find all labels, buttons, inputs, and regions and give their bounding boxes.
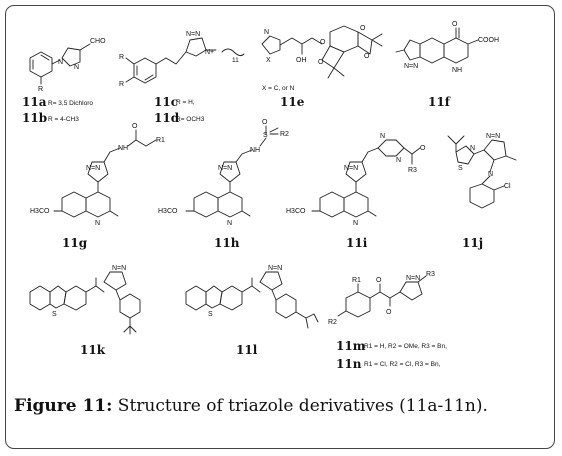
label-11f: 11f xyxy=(428,95,451,109)
atom-n: N xyxy=(396,157,401,164)
atom-r: R xyxy=(119,54,124,61)
atom-nn: N=N xyxy=(218,165,232,172)
atom-x: X xyxy=(266,57,271,64)
atom-o: O xyxy=(420,145,426,152)
structure-11e: N X OH O O O O X = C, or N 11e xyxy=(261,25,383,109)
atom-o: O xyxy=(318,59,324,66)
label-11m: 11m xyxy=(336,339,366,353)
atom-n-plus: N+ xyxy=(205,49,214,56)
atom-s: S xyxy=(263,132,268,139)
structure-11h: H3CO N N=N NH S O R2 11h xyxy=(158,119,289,250)
atom-n: N xyxy=(74,64,79,71)
atom-nh: NH xyxy=(118,145,128,152)
atom-r3: R3 xyxy=(426,271,435,278)
atom-nn: N=N xyxy=(486,133,500,140)
atom-r1: R1 xyxy=(156,137,165,144)
atom-nn: N=N xyxy=(186,31,200,38)
atom-r2: R2 xyxy=(280,131,289,138)
label-11k: 11k xyxy=(80,343,106,357)
structure-11m-11n: R1 R2 O O N=N R3 11m R1 = H, R2 = OMe, R… xyxy=(328,271,447,371)
atom-o: O xyxy=(386,309,392,316)
atom-nn: N=N xyxy=(406,275,420,282)
atom-o: O xyxy=(360,25,366,32)
atom-r1: R1 xyxy=(352,277,361,284)
atom-n: N xyxy=(380,133,385,140)
atom-r: R xyxy=(38,86,43,93)
atom-o: O xyxy=(452,21,458,28)
label-11g: 11g xyxy=(62,236,88,250)
atom-h3co: H3CO xyxy=(30,208,50,215)
caption-text: Structure of triazole derivatives (11a-1… xyxy=(112,396,488,416)
atom-nh: NH xyxy=(452,67,462,74)
note-11n: R1 = Cl, R2 = Cl, R3 = Bn, xyxy=(364,361,441,368)
atom-nn: N=N xyxy=(268,265,282,272)
atom-n: N xyxy=(58,59,63,66)
structure-11a-11b: CHO N N R 11a R= 3,5 Dichloro 11b R = 4-… xyxy=(22,38,106,125)
atom-nh: NH xyxy=(250,147,260,154)
atom-o: O xyxy=(320,39,326,46)
note-11m: R1 = H, R2 = OMe, R3 = Bn, xyxy=(364,343,447,350)
note-11c: R = H, xyxy=(176,99,195,106)
atom-o: O xyxy=(364,53,370,60)
atom-nn: N=N xyxy=(86,165,100,172)
structure-11l: S N=N 11l xyxy=(185,265,319,357)
figure-caption: Figure 11: Structure of triazole derivat… xyxy=(14,396,544,416)
atom-n: N xyxy=(470,145,475,152)
atom-r: R xyxy=(119,81,124,88)
structures-artwork: CHO N N R 11a R= 3,5 Dichloro 11b R = 4-… xyxy=(22,21,517,371)
atom-n: N xyxy=(488,171,493,178)
note-11a: R= 3,5 Dichloro xyxy=(48,100,93,107)
structure-11i: H3CO N N=N N N O R3 11i xyxy=(286,133,426,250)
label-11c: 11c xyxy=(154,95,178,109)
atom-o: O xyxy=(376,277,382,284)
note-11b: R = 4-CH3 xyxy=(48,116,79,123)
label-11e: 11e xyxy=(280,95,305,109)
atom-r3: R3 xyxy=(408,167,417,174)
label-11l: 11l xyxy=(236,343,258,357)
atom-h3co: H3CO xyxy=(286,208,306,215)
atom-n: N xyxy=(353,220,358,227)
note-11e: X = C, or N xyxy=(262,85,295,92)
label-11h: 11h xyxy=(214,236,240,250)
subscript-11: 11 xyxy=(232,57,239,64)
atom-r2: R2 xyxy=(328,319,337,326)
figure-frame xyxy=(5,5,555,449)
atom-n: N xyxy=(227,220,232,227)
label-11i: 11i xyxy=(346,236,368,250)
atom-n: N xyxy=(95,220,100,227)
caption-prefix: Figure 11: xyxy=(14,396,113,416)
label-11d: 11d xyxy=(154,111,180,125)
label-11a: 11a xyxy=(22,95,47,109)
atom-cooh: COOH xyxy=(478,37,499,44)
atom-s: S xyxy=(458,165,463,172)
atom-s: S xyxy=(208,311,213,318)
structure-11c-11d: R R N=N N+ 11 11c R = H, 11d R= OCH3 xyxy=(119,31,245,125)
structure-11j: S N N=N N Cl 11j xyxy=(447,133,517,250)
atom-s: S xyxy=(52,311,57,318)
note-11d: R= OCH3 xyxy=(176,116,205,123)
atom-o: O xyxy=(262,119,268,126)
atom-nn: N=N xyxy=(404,63,418,70)
structure-11k: S N=N 11k xyxy=(29,265,141,357)
atom-cho: CHO xyxy=(90,38,106,45)
label-11n: 11n xyxy=(336,357,362,371)
atom-o: O xyxy=(132,123,138,130)
structure-11g: H3CO N N=N NH O R1 11g xyxy=(30,123,165,250)
atom-oh: OH xyxy=(296,57,307,64)
structure-11f: O COOH NH N=N 11f xyxy=(395,21,499,109)
atom-cl: Cl xyxy=(504,183,511,190)
label-11j: 11j xyxy=(462,236,483,250)
atom-h3co: H3CO xyxy=(158,208,178,215)
label-11b: 11b xyxy=(22,111,47,125)
atom-nn: N=N xyxy=(112,265,126,272)
atom-n: N xyxy=(264,29,269,36)
atom-nn: N=N xyxy=(344,165,358,172)
